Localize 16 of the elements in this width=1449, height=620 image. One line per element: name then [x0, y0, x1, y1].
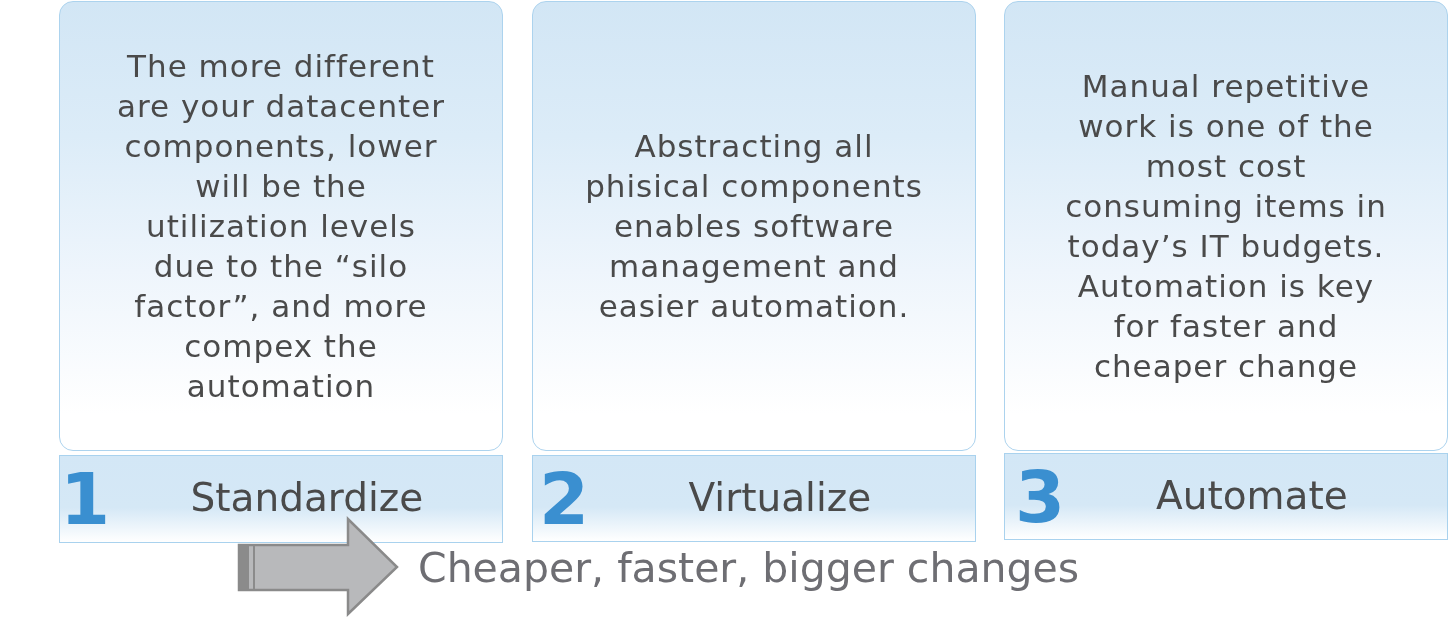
text-card [59, 1, 503, 451]
step-number: 2 [539, 462, 590, 535]
step-number: 3 [1015, 460, 1066, 533]
text-card [532, 1, 976, 451]
step-number: 1 [60, 463, 111, 535]
step-bar [532, 455, 976, 542]
step-bar [59, 455, 503, 543]
step-label: Virtualize [688, 475, 872, 521]
step-label: Standardize [190, 475, 424, 521]
step-bar [1004, 453, 1448, 540]
step-label: Automate [1156, 473, 1348, 519]
text-card [1004, 1, 1448, 451]
card-text: The more different are your datacenter components, lower will be the utilization levels due to the “silo factor”, and more compex the automation [115, 47, 447, 406]
card-text: Manual repetitive work is one of the most cost consuming items in today’s IT budgets. Automation is key for faster and cheaper change [1064, 67, 1388, 386]
card-text: Abstracting all phisical components enables software management and easier automation. [584, 127, 924, 326]
note-text: Cheaper, faster, bigger changes [418, 545, 1080, 593]
